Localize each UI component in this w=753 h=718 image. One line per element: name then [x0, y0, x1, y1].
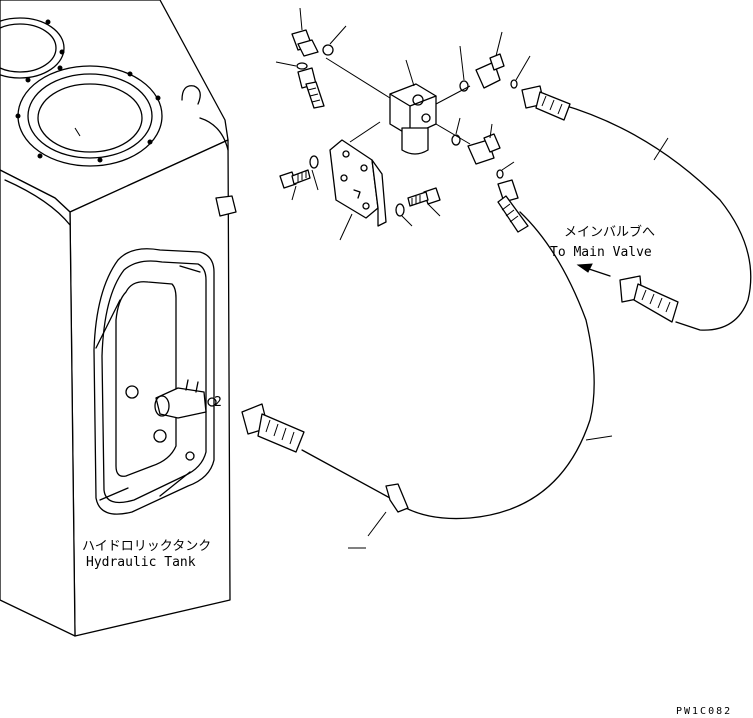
lifting-eye: [181, 85, 201, 105]
drawing-code: PW1C082: [676, 706, 732, 717]
hose-clamp: [348, 483, 409, 549]
tank-label-en: Hydraulic Tank: [86, 555, 196, 570]
tank-side-bracket: [215, 195, 237, 217]
hose-end-main-valve: [619, 275, 679, 323]
tank-outlet-fitting: 2: [154, 379, 222, 419]
tank-label-jp: ハイドロリックタンク: [82, 539, 211, 554]
tank-top-port-upper: [0, 17, 65, 79]
bolt-right: [395, 187, 441, 227]
elbow-fitting-left: [275, 7, 347, 70]
direction-arrow: [576, 263, 611, 277]
main-valve-label-en: To Main Valve: [550, 245, 652, 260]
inspection-window: [93, 248, 215, 515]
valve-assembly: [325, 57, 471, 155]
hose-end-upper: [521, 85, 571, 121]
main-valve-hose: [559, 103, 752, 331]
elbow-fitting-right-lower: [451, 117, 515, 179]
svg-text:2: 2: [214, 395, 222, 410]
straight-fitting-left: [297, 67, 325, 109]
main-valve-label: メインバルブへ To Main Valve: [550, 224, 655, 260]
hoses: [301, 103, 752, 520]
hose-end-valve-lower: [497, 179, 529, 233]
bolt-left: [279, 155, 319, 201]
main-valve-label-jp: メインバルブへ: [564, 224, 655, 240]
tank-top-port: [15, 65, 163, 167]
tank-label: ハイドロリックタンク Hydraulic Tank: [82, 539, 211, 570]
elbow-fitting-right-upper: [459, 31, 531, 92]
suction-hose: [301, 211, 595, 520]
hose-end-tank: [241, 403, 305, 453]
mounting-bracket: [329, 139, 387, 241]
hydraulic-tank: 2: [0, 0, 237, 637]
